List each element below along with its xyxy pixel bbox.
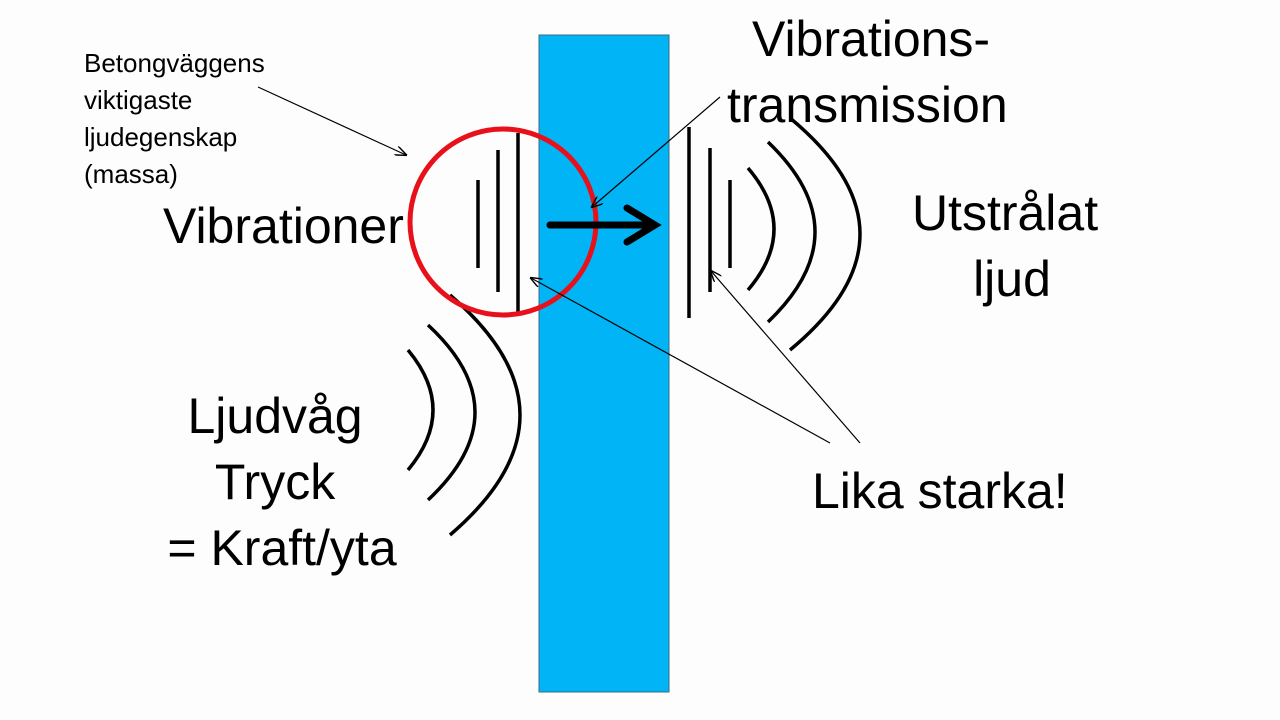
- mass-note: Betongväggens viktigaste ljudegenskap (m…: [84, 48, 272, 189]
- soundwave-label: Ljudvåg Tryck = Kraft/yta: [167, 388, 396, 576]
- radiated-sound-label: Utstrålat ljud: [912, 185, 1112, 307]
- transmission-arrow: [546, 204, 662, 246]
- vibrations-label: Vibrationer: [163, 198, 404, 254]
- transmission-label: Vibrations- transmission: [727, 11, 1008, 133]
- wall-vibration-lines-left: [476, 133, 520, 312]
- pointer-lines: [257, 86, 861, 444]
- incident-sound-arcs: [406, 293, 522, 537]
- equal-strength-label: Lika starka!: [812, 463, 1068, 519]
- concrete-wall: [538, 34, 670, 693]
- wall-vibration-lines-right: [687, 127, 732, 318]
- radiated-sound-arcs: [746, 116, 862, 352]
